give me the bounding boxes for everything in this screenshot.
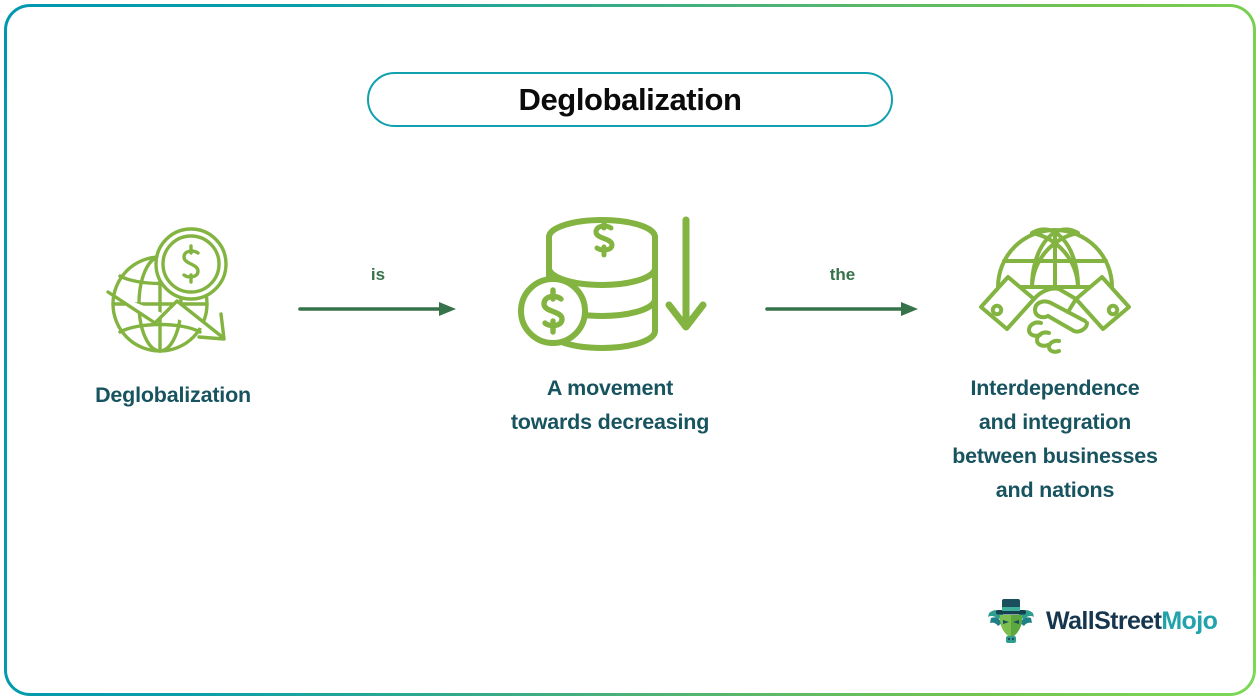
flow-node-label-line: A movement	[546, 376, 674, 400]
wallstreetmojo-logo: WallStreetMojo	[985, 596, 1218, 646]
coin-stack-down-arrow-icon	[510, 215, 710, 355]
flow-node-label: Deglobalization	[95, 378, 251, 412]
page-title: Deglobalization	[518, 81, 742, 117]
flow-node-interdependence: Interdependence and integration between …	[915, 215, 1195, 507]
flow-node-label-line: Interdependence	[970, 376, 1140, 400]
handshake-globe-icon	[975, 215, 1135, 355]
connector-is: is	[298, 265, 458, 317]
flow-node-label-line: Deglobalization	[95, 383, 251, 407]
flow-node-label: A movement towards decreasing	[510, 371, 710, 439]
logo-wordmark-part2: Mojo	[1161, 606, 1218, 635]
title-pill: Deglobalization	[367, 72, 893, 127]
globe-dollar-down-arrow-icon	[98, 222, 248, 362]
flow-node-label-line: towards decreasing	[510, 410, 710, 434]
flow-node-label-line: and integration	[978, 410, 1132, 434]
flow-node-label-line: and nations	[995, 478, 1115, 502]
flow-node-label-line: between businesses	[952, 444, 1158, 468]
bull-tophat-mascot-icon	[988, 599, 1034, 643]
arrow-right-icon	[298, 302, 456, 316]
connector-the: the	[765, 265, 920, 317]
arrow-right-icon	[765, 302, 918, 316]
connector-label: the	[829, 265, 856, 284]
flow-node-deglobalization: Deglobalization	[58, 222, 288, 412]
logo-wordmark: WallStreetMojo	[1046, 606, 1218, 636]
flow-node-movement-decreasing: A movement towards decreasing	[480, 215, 740, 439]
logo-wordmark-part1: WallStreet	[1046, 606, 1162, 635]
flow-node-label: Interdependence and integration between …	[952, 371, 1158, 507]
connector-label: is	[370, 265, 386, 284]
